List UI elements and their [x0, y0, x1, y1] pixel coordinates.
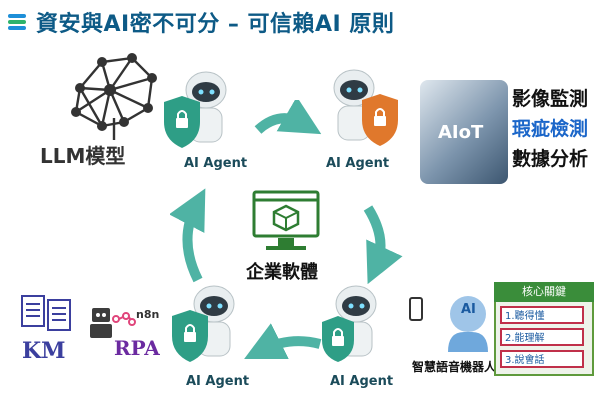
rpa-robot-icon [90, 308, 112, 338]
ai-head-icon [448, 296, 488, 352]
key-panel-header: 核心關鍵 [494, 282, 594, 302]
arrow-right [363, 205, 403, 285]
vision-item: 影像監測 [512, 88, 589, 110]
key-item: 1.聽得懂 [500, 306, 584, 324]
agent-label-1: AI Agent [184, 156, 248, 171]
agent-label-3: AI Agent [186, 374, 250, 389]
page-title: 資安與AI密不可分 – 可信賴AI 原則 [36, 12, 395, 37]
arrow-bottom [244, 323, 322, 359]
aiot-image: AIoT [420, 80, 508, 184]
agent-robot-icon [333, 69, 398, 146]
agent-robot-icon [172, 285, 235, 362]
documents-icon [21, 295, 71, 331]
ai-badge: AI [461, 302, 476, 317]
agent-robot-icon [164, 71, 227, 148]
arrow-left [170, 188, 206, 283]
vision-list: 影像監測 瑕疵檢測 數據分析 [512, 84, 588, 174]
center-label: 企業軟體 [246, 262, 318, 283]
km-label: KM [22, 338, 66, 364]
agent-label-4: AI Agent [330, 374, 394, 389]
n8n-label: n8n [136, 308, 160, 321]
vision-item: 瑕疵檢測 [512, 118, 589, 140]
neural-network-icon [71, 53, 157, 140]
voice-bot-label: 智慧語音機器人 [412, 360, 497, 374]
cycle-arrows [170, 100, 403, 359]
enterprise-software-icon [252, 190, 320, 250]
key-item: 3.說會話 [500, 350, 584, 368]
rpa-label: RPA [114, 336, 160, 360]
arrow-top [254, 100, 322, 135]
phone-icon [409, 297, 423, 321]
logo-icon [8, 14, 26, 30]
n8n-icon [112, 312, 136, 326]
agent-label-2: AI Agent [326, 156, 390, 171]
llm-label: LLM模型 [40, 144, 126, 168]
vision-item: 數據分析 [512, 148, 589, 170]
agent-robot-icon [322, 285, 377, 362]
key-item: 2.能理解 [500, 328, 584, 346]
aiot-badge: AIoT [438, 122, 484, 143]
